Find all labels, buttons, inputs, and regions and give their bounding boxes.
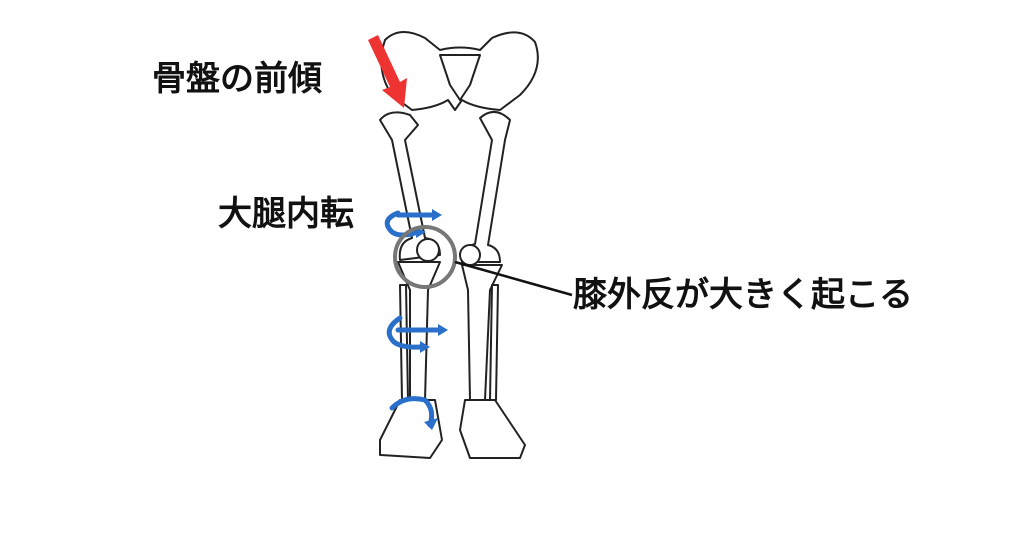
right-fibula bbox=[489, 284, 499, 401]
sacrum bbox=[439, 54, 481, 101]
rotation-arrows bbox=[384, 209, 448, 430]
knee-highlight-circle bbox=[393, 225, 457, 289]
label-pelvic-tilt: 骨盤の前傾 bbox=[152, 59, 322, 99]
skeleton-legs bbox=[379, 31, 539, 459]
rotation-arrow-foot bbox=[389, 396, 435, 428]
rotation-arrow-tibia bbox=[386, 315, 423, 350]
right-femur bbox=[460, 111, 511, 263]
right-patella bbox=[459, 244, 481, 266]
label-femur-adduction: 大腿内転 bbox=[218, 194, 354, 234]
left-fibula bbox=[399, 284, 409, 401]
knee-pointer-line bbox=[454, 260, 573, 297]
label-knee-valgus: 膝外反が大きく起こる bbox=[573, 275, 913, 315]
left-foot bbox=[379, 399, 443, 459]
left-patella bbox=[416, 238, 440, 262]
right-foot bbox=[459, 399, 526, 459]
left-femur bbox=[379, 111, 441, 261]
red-arrow bbox=[368, 35, 407, 108]
rotation-arrow-femur bbox=[384, 210, 421, 238]
